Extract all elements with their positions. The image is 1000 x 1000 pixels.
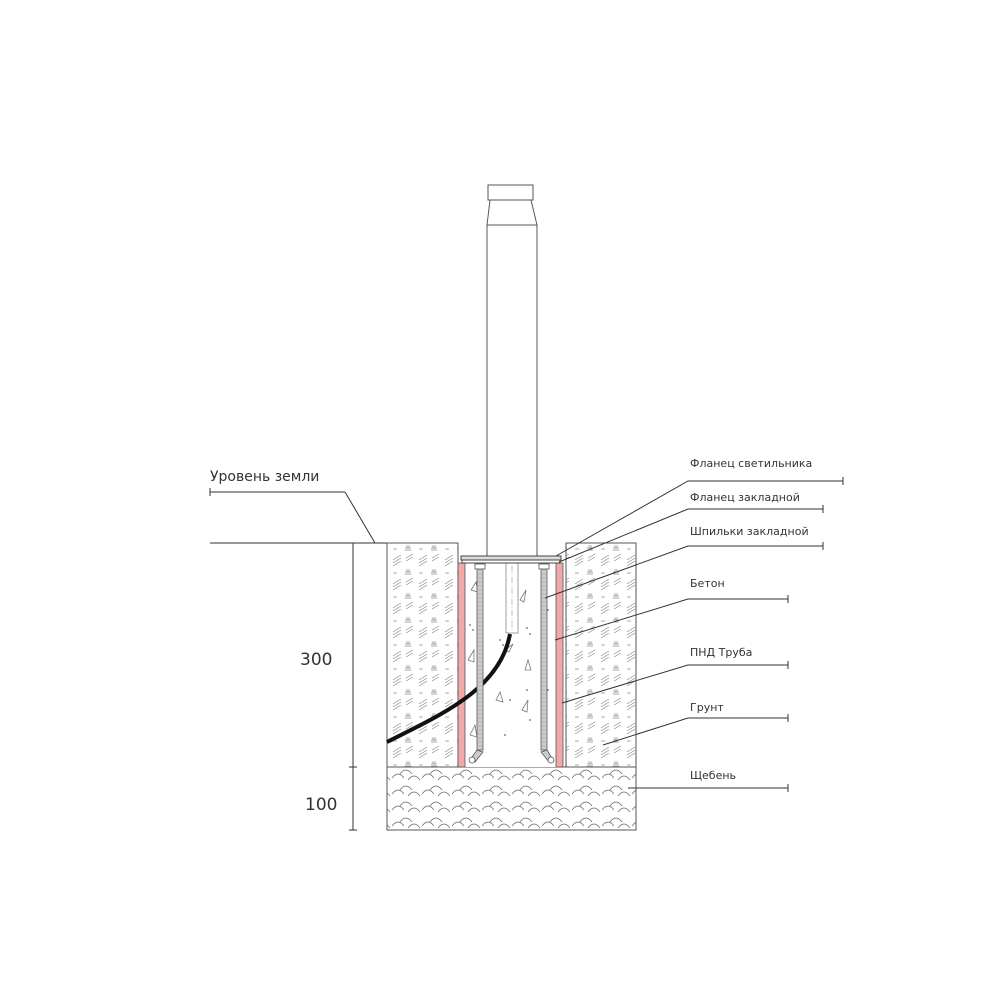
dimension-lower: 100 [305,795,338,815]
cable [386,633,512,744]
ground-level-label: Уровень земли [210,469,320,485]
flanges [460,555,562,564]
lamp-pole [486,184,538,557]
label-concrete: Бетон [690,577,725,590]
soil-right [565,542,637,768]
soil-left [386,542,459,768]
label-pnd-pipe: ПНД Труба [690,646,753,659]
stud-threads [477,569,547,747]
callout-leaders [544,477,844,792]
label-gravel: Щебень [690,769,737,782]
dimension-upper: 300 [300,650,333,670]
dimension-line [349,543,357,831]
label-soil: Грунт [690,701,724,714]
gravel-layer [386,766,637,831]
ground-level-line [209,488,387,544]
label-luminaire-flange: Фланец светильника [690,457,813,470]
label-embedded-flange: Фланец закладной [690,491,800,504]
pnd-pipe-left [457,562,466,768]
label-embedded-studs: Шпильки закладной [690,525,809,538]
concrete-dots [469,609,549,736]
